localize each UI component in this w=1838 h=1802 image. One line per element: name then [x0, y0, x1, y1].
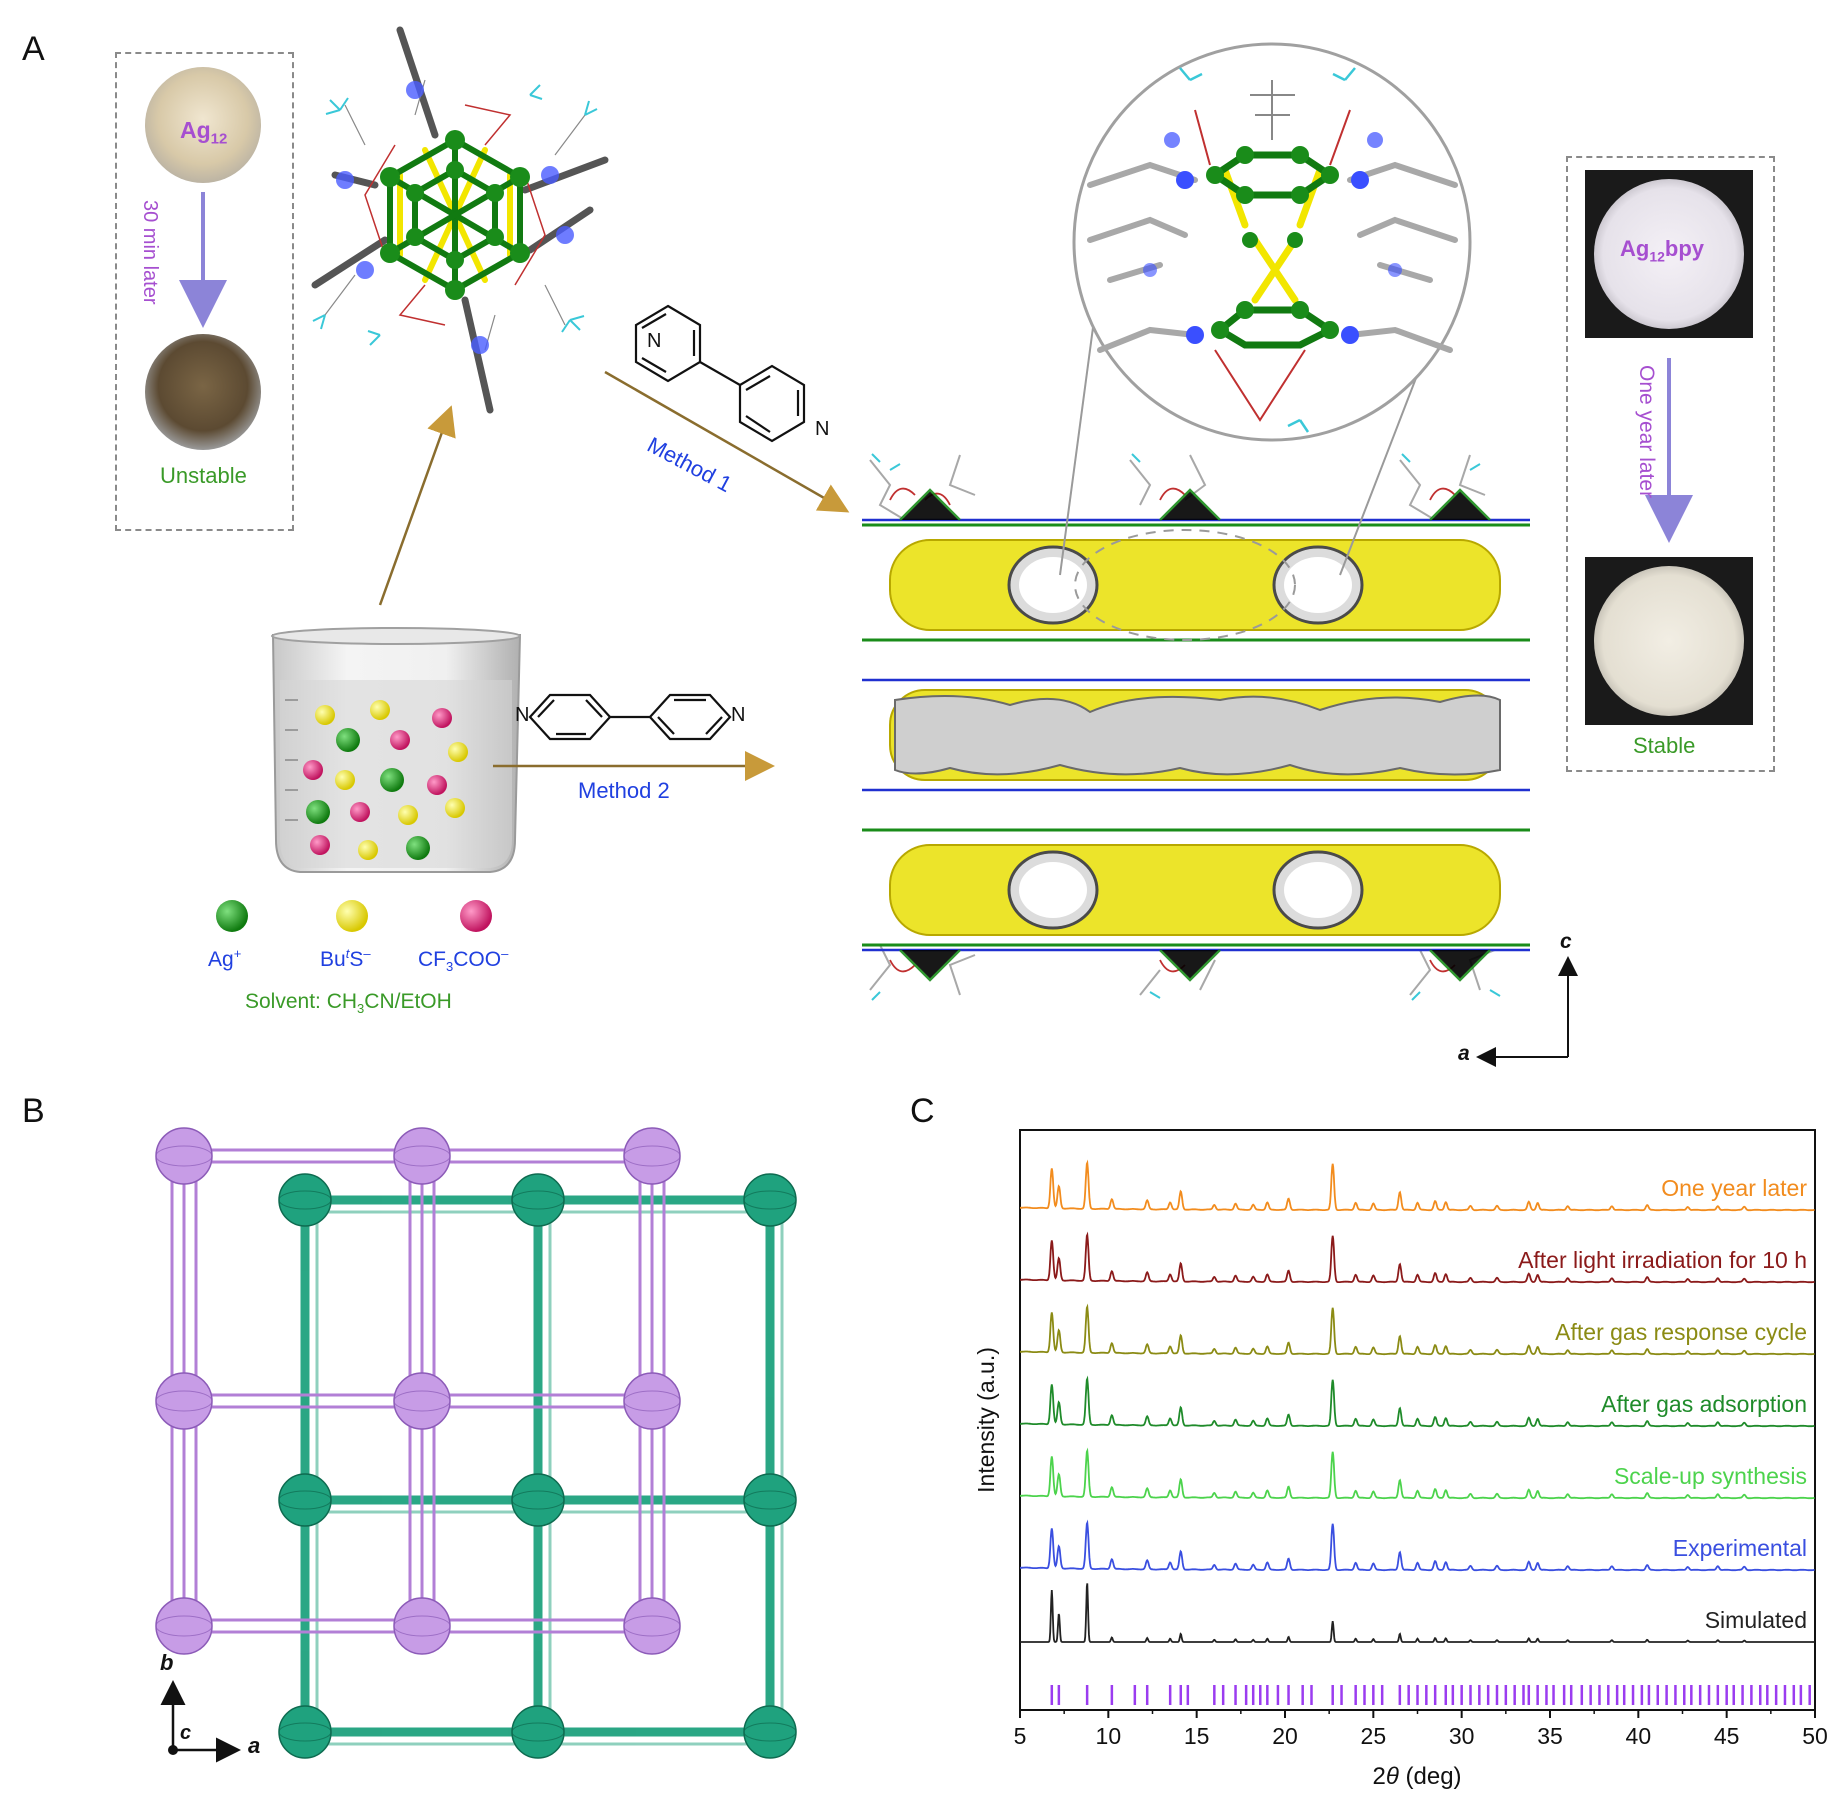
zoomed-cluster-inset	[1072, 42, 1472, 442]
bipyridine-ligand-2	[528, 693, 732, 741]
ligand2-n-right: N	[731, 704, 746, 726]
pxrd-series-line	[1020, 1583, 1815, 1643]
ag12-unstable-label: Unstable	[160, 463, 247, 488]
ions-in-solution	[303, 700, 468, 860]
ligand2-n-left: N	[515, 704, 530, 726]
axis-c2-label: c	[180, 1722, 192, 1744]
pxrd-series-label: Experimental	[1673, 1535, 1807, 1561]
legend-bus-ball	[336, 900, 368, 932]
ag12bpy-time-label: One year later	[1635, 365, 1658, 499]
pxrd-series-label: Scale-up synthesis	[1614, 1463, 1807, 1489]
ag12-powder-fresh-photo	[145, 67, 261, 183]
pxrd-series-label: One year later	[1661, 1175, 1807, 1201]
ligand1-n-bottom: N	[815, 418, 830, 440]
x-axis-tick-label: 40	[1626, 1723, 1652, 1749]
solvent-label: Solvent: CH3CN/EtOH	[245, 990, 452, 1017]
ag12bpy-stable-label: Stable	[1633, 733, 1696, 758]
legend-cf3coo-ball	[460, 900, 492, 932]
pxrd-series-line	[1020, 1375, 1815, 1428]
chart-xlabel: 2θ (deg)	[1372, 1763, 1461, 1790]
pxrd-series-label: After gas adsorption	[1601, 1391, 1807, 1417]
pxrd-series-label: After gas response cycle	[1555, 1319, 1807, 1345]
panel-label-c: C	[910, 1092, 935, 1130]
ag12bpy-fresh-photo	[1594, 179, 1744, 329]
panel-label-a: A	[22, 30, 45, 68]
x-axis-tick-label: 45	[1714, 1723, 1740, 1749]
pxrd-series-label: After light irradiation for 10 h	[1518, 1247, 1807, 1273]
ag12bpy-stability-box	[1566, 156, 1775, 772]
ag12-powder-decomposed-photo	[145, 334, 261, 450]
bipyridine-ligand-1	[634, 304, 806, 443]
reaction-beaker	[271, 627, 522, 873]
ag12-stability-box	[115, 52, 294, 531]
ag12-fresh-label: Ag12	[180, 117, 228, 148]
ag12bpy-fresh-label: Ag12bpy	[1620, 236, 1705, 265]
pxrd-series-line	[1020, 1447, 1815, 1500]
pxrd-series-line	[1020, 1231, 1815, 1284]
x-axis-tick-label: 10	[1096, 1723, 1122, 1749]
arrow-to-cluster-icon	[378, 405, 456, 606]
pxrd-series-label: Simulated	[1705, 1607, 1807, 1633]
axis-a2-label: a	[248, 1733, 261, 1758]
x-axis-tick-label: 15	[1184, 1723, 1210, 1749]
axis-b-label: b	[160, 1650, 174, 1675]
x-axis-tick-label: 5	[1014, 1723, 1027, 1749]
legend-ag-ball	[216, 900, 248, 932]
pxrd-series-line	[1020, 1303, 1815, 1356]
legend-cf3coo-label: CF3COO–	[418, 946, 509, 975]
interpenetrated-network-diagram	[155, 1127, 797, 1759]
ag12-time-label: 30 min later	[139, 200, 161, 305]
x-axis-tick-label: 30	[1449, 1723, 1475, 1749]
legend-bus-label: ButS–	[320, 946, 371, 971]
x-axis-tick-label: 20	[1272, 1723, 1298, 1749]
ligand1-n-top: N	[647, 330, 662, 352]
axis-a-label: a	[1458, 1042, 1470, 1065]
x-axis-tick-label: 35	[1537, 1723, 1563, 1749]
axis-c-dot-icon	[168, 1745, 178, 1755]
axis-c-label: c	[1560, 930, 1572, 953]
method2-label: Method 2	[578, 778, 670, 803]
legend-ag-label: Ag+	[208, 946, 242, 971]
method1-arrow-icon	[604, 370, 850, 513]
crystal-packing-structure	[862, 452, 1530, 1012]
ag12bpy-aged-photo	[1594, 566, 1744, 716]
ag12-cluster-structure	[311, 26, 609, 414]
panel-label-b: B	[22, 1092, 45, 1130]
x-axis-tick-label: 25	[1361, 1723, 1387, 1749]
zoom-line-left	[1059, 289, 1099, 576]
x-axis-tick-label: 50	[1802, 1723, 1828, 1749]
chart-ylabel: Intensity (a.u.)	[973, 1347, 999, 1493]
pxrd-series-line	[1020, 1519, 1815, 1572]
pxrd-series-line	[1020, 1159, 1815, 1212]
